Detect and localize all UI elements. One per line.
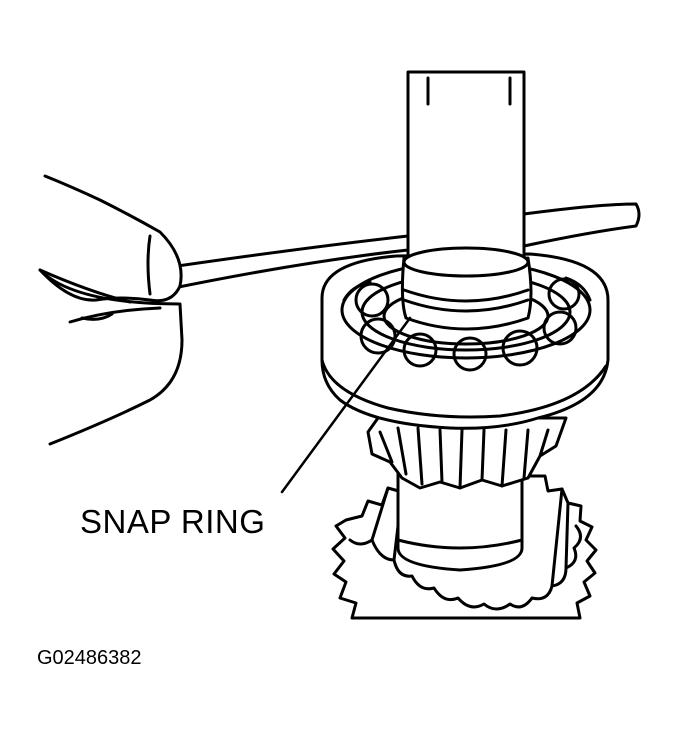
screwdriver bbox=[148, 202, 641, 292]
helical-gear bbox=[366, 416, 568, 490]
snap-ring-label: SNAP RING bbox=[80, 503, 266, 540]
countershaft-body bbox=[396, 468, 524, 572]
hand bbox=[38, 174, 184, 446]
snap-ring-leader-line bbox=[280, 316, 412, 494]
figure-id: G02486382 bbox=[37, 647, 142, 669]
main-shaft bbox=[400, 70, 533, 331]
